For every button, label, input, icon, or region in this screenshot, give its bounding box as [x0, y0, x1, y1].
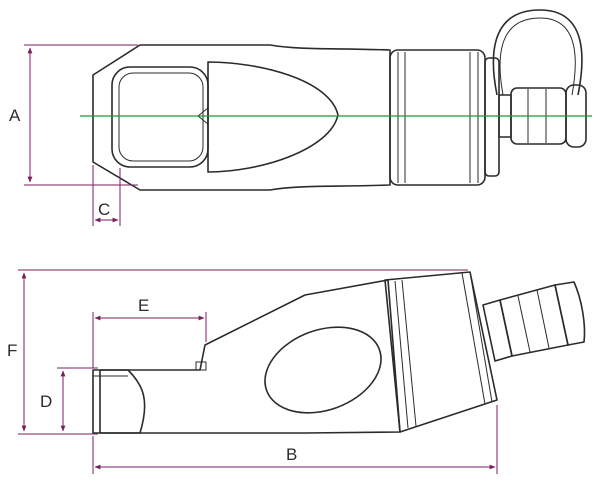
dimension-b-label: B [286, 445, 297, 464]
side-view [92, 271, 586, 434]
dimension-e-label: E [138, 296, 149, 315]
dimension-f-label: F [7, 341, 17, 360]
dimension-d-label: D [40, 392, 52, 411]
side-oval-window [264, 326, 382, 414]
side-coupler-cap [554, 281, 586, 346]
side-coupler-line-2 [536, 289, 550, 349]
side-jaw-nut [99, 369, 146, 434]
top-head-outline [92, 44, 391, 191]
top-cylinder-body [389, 49, 486, 186]
top-handle-loop-inner [499, 17, 576, 96]
top-handle-loop [492, 9, 583, 96]
side-coupler-line-1 [517, 295, 531, 353]
side-cylinder-ring-1 [394, 280, 409, 429]
dimension-e: E [92, 296, 207, 368]
dimension-b: B [92, 405, 498, 474]
dimension-f: F [7, 269, 468, 435]
dimension-a: A [9, 44, 138, 186]
dimension-a-label: A [9, 106, 21, 125]
top-jaw-window [111, 66, 209, 168]
side-cylinder-ring-2 [401, 279, 417, 427]
side-cylinder-ring-4 [469, 271, 493, 403]
top-view [80, 9, 592, 191]
top-back-flange [484, 57, 500, 177]
side-cylinder-body [384, 271, 498, 433]
top-jaw-window-inner [118, 72, 204, 162]
dimension-c: C [92, 165, 121, 226]
side-cylinder-ring-3 [461, 272, 486, 405]
dimension-d: D [40, 367, 98, 435]
dimension-c-label: C [98, 200, 110, 219]
top-chisel-wedge [207, 61, 339, 173]
side-step [195, 361, 207, 371]
